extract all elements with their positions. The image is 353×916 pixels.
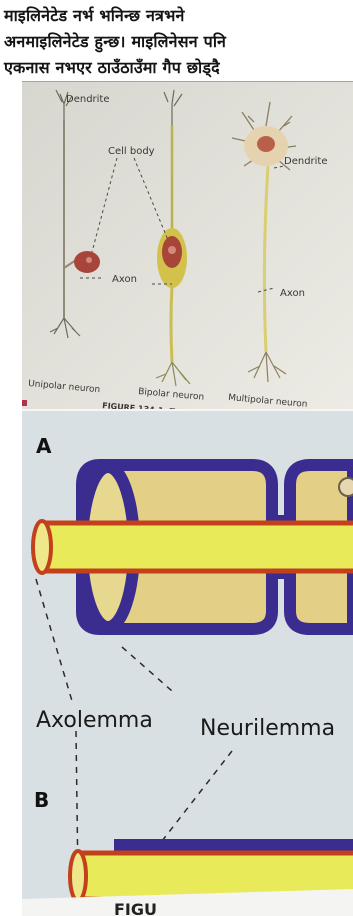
bipolar-axon-line [171,286,172,362]
schwann-nucleus [339,478,353,496]
document-text: माइलिनेटेड नर्भ भनिन्छ नत्रभने अनमाइलिने… [0,0,353,80]
axon-cut-end-b [70,851,86,901]
caption-marker [22,400,27,406]
panel-label-b: B [34,788,49,812]
myelinated-axon-panel [33,465,353,629]
label-dendrite-right: Dendrite [284,156,328,167]
axon-cut-end-a [33,521,51,573]
myelin-sheath-figure: A Axolemma Neurilemma B FIGU [22,409,353,916]
text-line-2: अनमाइलिनेटेड हुन्छ। माइलिनेसन पनि [4,30,226,52]
label-axon-left: Axon [112,274,137,285]
text-line-1: माइलिनेटेड नर्भ भनिन्छ नत्रभने [4,4,185,26]
label-axolemma: Axolemma [36,708,153,733]
label-axon-right: Axon [280,288,305,299]
figure-background [22,82,353,410]
label-neurilemma: Neurilemma [200,716,335,741]
myelin-sheath-drawing: A Axolemma Neurilemma B FIGU [22,411,353,916]
panel-label-a: A [36,434,52,458]
axon-core-a [42,521,353,573]
neuron-types-drawing: Dendrite Dendrite Cell body Axon Axon Un… [22,82,353,410]
neuron-types-figure: Dendrite Dendrite Cell body Axon Axon Un… [22,81,353,410]
text-line-3: एकनास नभएर ठाउँठाउँमा गैप छोड्दै [4,56,220,78]
label-dendrite-left: Dendrite [66,94,110,105]
label-cell-body: Cell body [108,146,155,157]
